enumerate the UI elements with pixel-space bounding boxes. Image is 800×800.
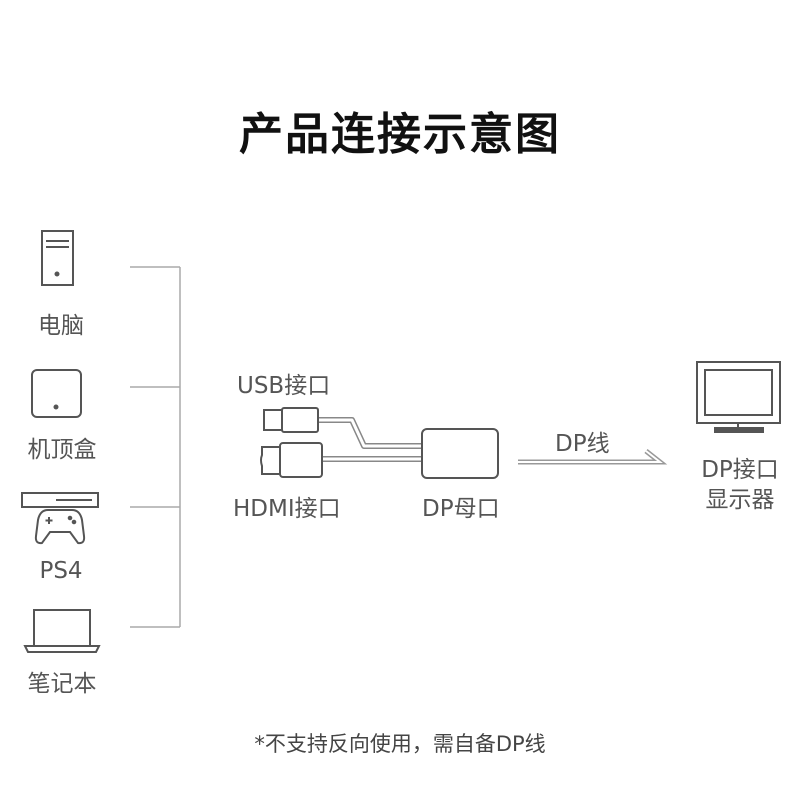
hdmi-plug-icon (260, 442, 323, 478)
usb-cable (318, 417, 422, 449)
monitor-label-port: DP接口 (701, 457, 779, 483)
dp-adapter-box (421, 428, 499, 479)
diagram-title: 产品连接示意图 (239, 109, 561, 160)
game-console-icon (21, 492, 99, 545)
dp-female-label: DP母口 (422, 496, 500, 522)
device-label-set-top-box: 机顶盒 (27, 437, 97, 463)
usb-plug-icon (263, 407, 319, 433)
device-label-computer: 电脑 (38, 313, 84, 339)
laptop-icon (23, 609, 101, 653)
device-label-ps4: PS4 (39, 558, 83, 584)
source-bracket (130, 266, 181, 628)
desktop-tower-icon (41, 230, 74, 286)
footnote: *不支持反向使用，需自备DP线 (254, 732, 546, 756)
set-top-box-icon (31, 369, 82, 418)
usb-port-label: USB接口 (237, 373, 331, 399)
monitor-icon (696, 361, 781, 433)
dp-cable-arrow (518, 449, 668, 465)
dp-cable-label: DP线 (555, 431, 610, 457)
device-label-laptop: 笔记本 (27, 671, 97, 697)
hdmi-port-label: HDMI接口 (233, 496, 341, 522)
monitor-label-display: 显示器 (705, 487, 775, 513)
